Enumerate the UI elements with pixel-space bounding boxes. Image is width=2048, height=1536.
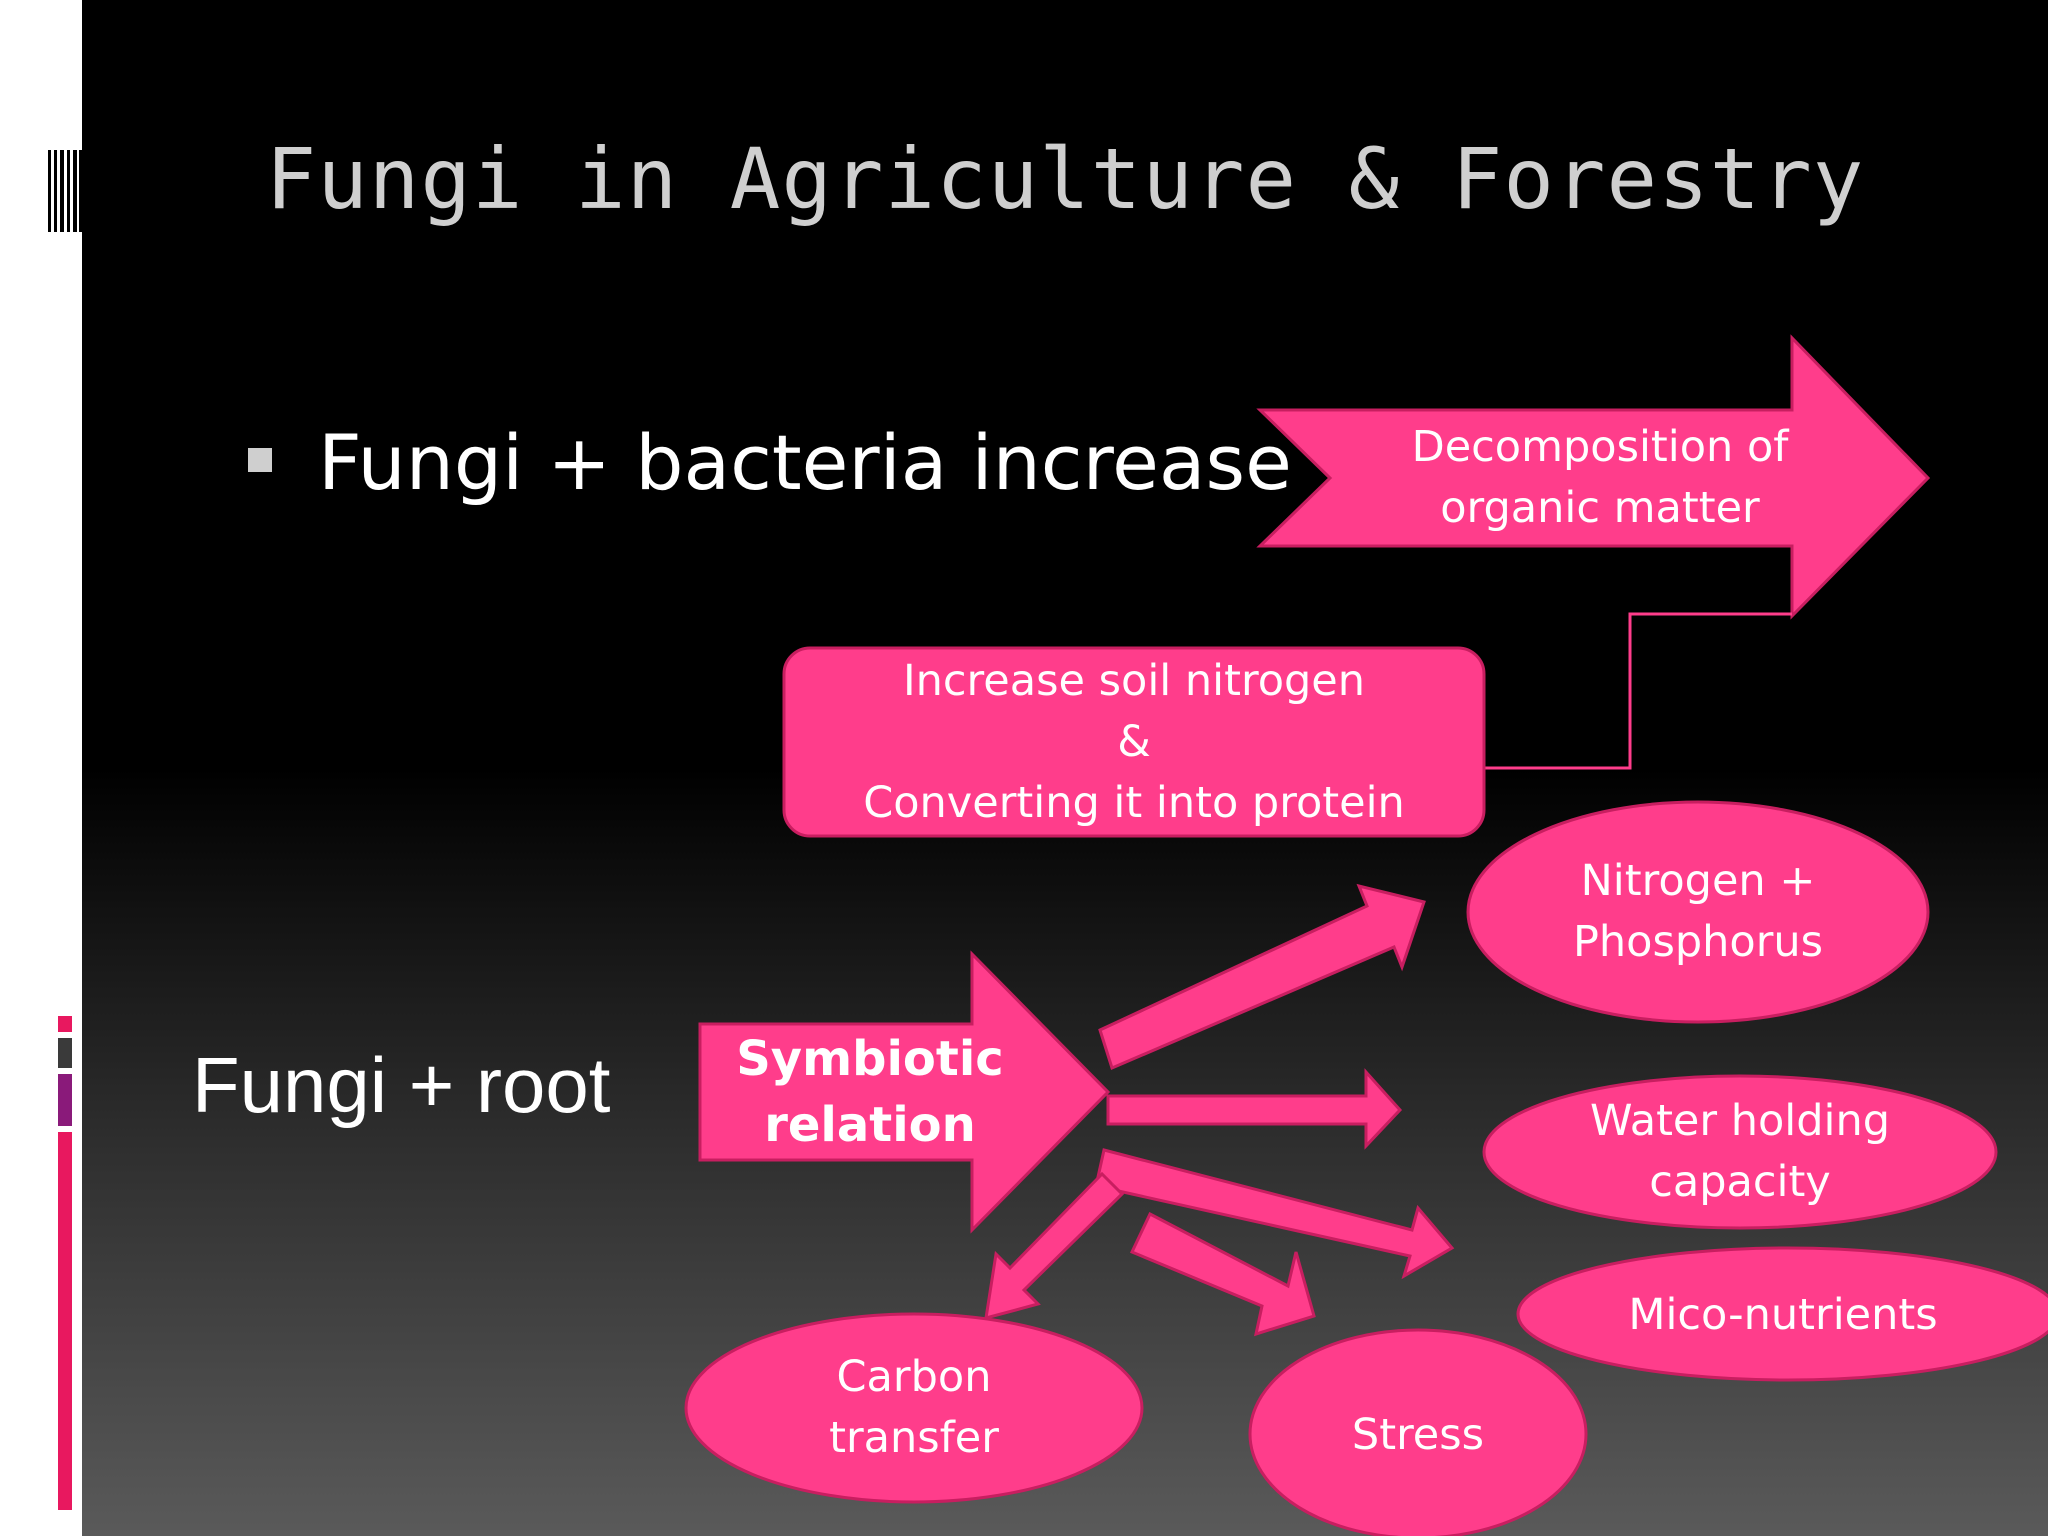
mico-nutrients-line1: Mico-nutrients <box>1628 1289 1938 1340</box>
connector-line <box>1484 612 1792 770</box>
soil-nitrogen-line2: & <box>1117 716 1151 767</box>
symbiotic-arrow-shape <box>698 950 1111 1234</box>
decomposition-label: Decomposition of organic matter <box>1330 410 1870 546</box>
barcode-stripe <box>60 150 64 232</box>
mico-nutrients-label: Mico-nutrients <box>1518 1280 2048 1350</box>
water-holding-ellipse <box>1482 1074 1998 1230</box>
carbon-transfer-line1: Carbon <box>836 1352 992 1402</box>
arrow-to-stress <box>1129 1211 1316 1337</box>
nitrogen-phosphorus-line1: Nitrogen + <box>1580 856 1816 906</box>
left-decorative-strip <box>0 0 82 1536</box>
water-holding-label: Water holding capacity <box>1484 1090 1996 1214</box>
water-holding-line2: capacity <box>1649 1157 1831 1207</box>
dark-stripe <box>58 1038 72 1068</box>
symbiotic-line2: relation <box>764 1097 976 1153</box>
decomposition-line1: Decomposition of <box>1411 422 1789 472</box>
soil-nitrogen-line3: Converting it into protein <box>863 777 1405 828</box>
arrow-to-water <box>1106 1068 1403 1150</box>
carbon-transfer-label: Carbon transfer <box>686 1346 1142 1470</box>
bullet-text: Fungi + bacteria increase <box>318 418 1292 507</box>
nitrogen-phosphorus-line2: Phosphorus <box>1572 917 1824 967</box>
page-title: Fungi in Agriculture & Forestry <box>265 130 1865 228</box>
stress-ellipse <box>1248 1328 1588 1536</box>
barcode-stripe <box>48 150 51 232</box>
barcode-stripe <box>67 150 70 232</box>
nitrogen-phosphorus-ellipse <box>1466 800 1930 1024</box>
soil-nitrogen-label: Increase soil nitrogen & Converting it i… <box>784 648 1484 836</box>
stress-label: Stress <box>1250 1400 1586 1470</box>
soil-nitrogen-box-shape <box>782 646 1486 838</box>
symbiotic-line1: Symbiotic <box>736 1031 1004 1087</box>
stress-line1: Stress <box>1351 1409 1485 1460</box>
decomposition-arrow-shape <box>1256 334 1931 620</box>
arrow-to-mico-nutrients <box>1094 1148 1455 1280</box>
carbon-transfer-line2: transfer <box>829 1413 999 1463</box>
soil-nitrogen-line1: Increase soil nitrogen <box>902 655 1366 706</box>
pink-stripe <box>58 1016 72 1032</box>
arrow-to-carbon <box>984 1171 1125 1321</box>
mico-nutrients-ellipse <box>1516 1246 2048 1382</box>
barcode-stripe <box>54 150 57 232</box>
nitrogen-phosphorus-label: Nitrogen + Phosphorus <box>1468 832 1928 992</box>
fungi-root-text: Fungi + root <box>192 1041 611 1129</box>
barcode-stripe <box>73 150 77 232</box>
barcode-stripe <box>79 150 82 232</box>
decomposition-line2: organic matter <box>1440 483 1760 533</box>
bullet-icon <box>248 448 272 472</box>
symbiotic-label: Symbiotic relation <box>700 1024 1040 1160</box>
water-holding-line1: Water holding <box>1589 1096 1891 1146</box>
carbon-transfer-ellipse <box>684 1312 1144 1504</box>
pink-stripe <box>58 1132 72 1510</box>
purple-stripe <box>58 1074 72 1126</box>
arrow-to-nitrogen <box>1098 883 1426 1071</box>
